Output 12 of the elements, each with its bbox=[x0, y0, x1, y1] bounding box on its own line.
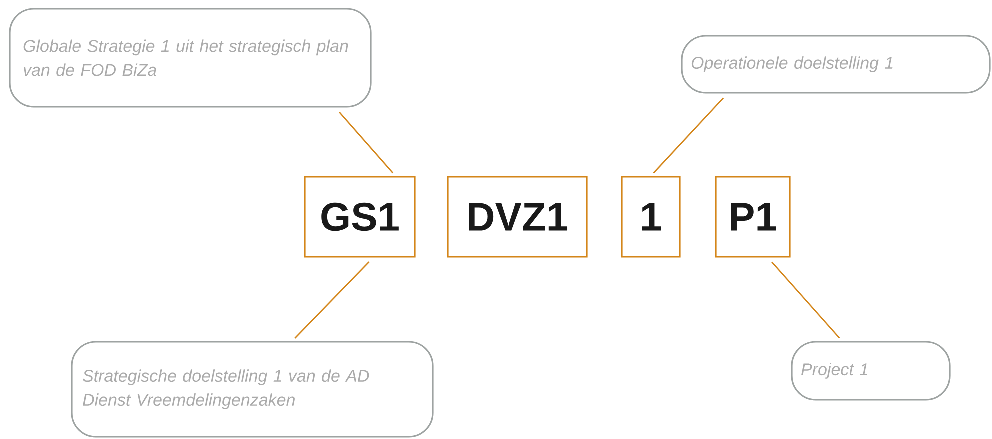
callout-box: Globale Strategie 1 uit het strategisch plan van de FOD BiZa bbox=[9, 8, 372, 108]
code-box: DVZ1 bbox=[447, 176, 588, 258]
callout-box: Project 1 bbox=[791, 341, 951, 401]
code-box: GS1 bbox=[304, 176, 416, 258]
leader-line bbox=[294, 262, 370, 339]
callout-box: Operationele doelstelling 1 bbox=[681, 35, 991, 94]
leader-line bbox=[338, 112, 394, 174]
code-box: 1 bbox=[621, 176, 681, 258]
callout-box: Strategische doelstelling 1 van de AD Dienst Vreemdelingenzaken bbox=[71, 341, 434, 438]
leader-line bbox=[653, 98, 724, 174]
code-box: P1 bbox=[715, 176, 791, 258]
leader-line bbox=[772, 262, 840, 339]
